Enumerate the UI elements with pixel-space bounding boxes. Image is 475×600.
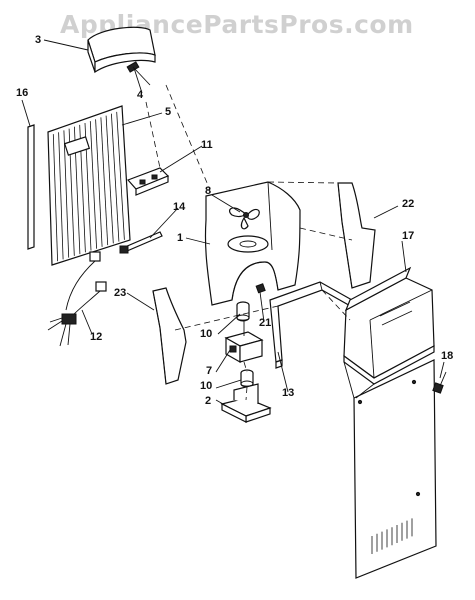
part-12-wire-harness: [47, 251, 107, 347]
callout-17: 17: [402, 230, 415, 242]
callout-11: 11: [201, 139, 213, 151]
leader-lines: [21, 39, 445, 409]
part-1-fan-shroud: [204, 181, 301, 306]
callout-13: 13: [282, 387, 295, 399]
part-10-grommet-upper: [236, 301, 250, 322]
part-22-side-duct: [337, 182, 376, 289]
rib-line: [100, 117, 109, 246]
callout-12: 12: [90, 331, 103, 343]
callout-22: 22: [402, 198, 415, 210]
callout-4: 4: [137, 89, 144, 101]
callout-3: 3: [35, 34, 42, 46]
callout-10-lower: 10: [200, 380, 213, 392]
part-2-motor-bracket: [220, 383, 272, 423]
callout-16: 16: [16, 87, 29, 99]
rib-line: [116, 111, 125, 240]
part-7-fan-motor: [224, 320, 264, 364]
callout-14: 14: [173, 201, 186, 213]
part-14-thermistor: [119, 231, 163, 254]
rib-line: [95, 119, 103, 247]
part-17-rear-panel: [343, 266, 437, 579]
callout-1: 1: [177, 232, 184, 244]
part-21-screw: [255, 283, 266, 294]
callout-21: 21: [259, 317, 272, 329]
part-10-grommet-lower: [240, 369, 254, 388]
part-18-screw: [432, 371, 447, 394]
rib-line: [111, 113, 120, 242]
rib-line: [105, 115, 114, 244]
part-23-left-duct: [152, 287, 187, 385]
callout-7: 7: [206, 365, 213, 377]
part-5-evaporator-cover: [47, 105, 131, 266]
part-11-bracket: [126, 167, 170, 196]
part-8-fan-blade: [228, 207, 260, 230]
rib-line: [52, 134, 58, 262]
callout-8: 8: [205, 185, 212, 197]
callout-10-upper: 10: [200, 328, 213, 340]
rib-line: [89, 121, 97, 249]
part-3-cover: [87, 26, 156, 74]
assembly-lines: [145, 84, 353, 401]
part-16-gasket: [27, 124, 35, 250]
part-13-seal: [269, 281, 355, 369]
callout-2: 2: [205, 395, 212, 407]
callout-18: 18: [441, 350, 454, 362]
rib-line: [63, 130, 70, 258]
callout-23: 23: [114, 287, 127, 299]
callout-5: 5: [165, 106, 172, 118]
rib-line: [58, 132, 64, 260]
